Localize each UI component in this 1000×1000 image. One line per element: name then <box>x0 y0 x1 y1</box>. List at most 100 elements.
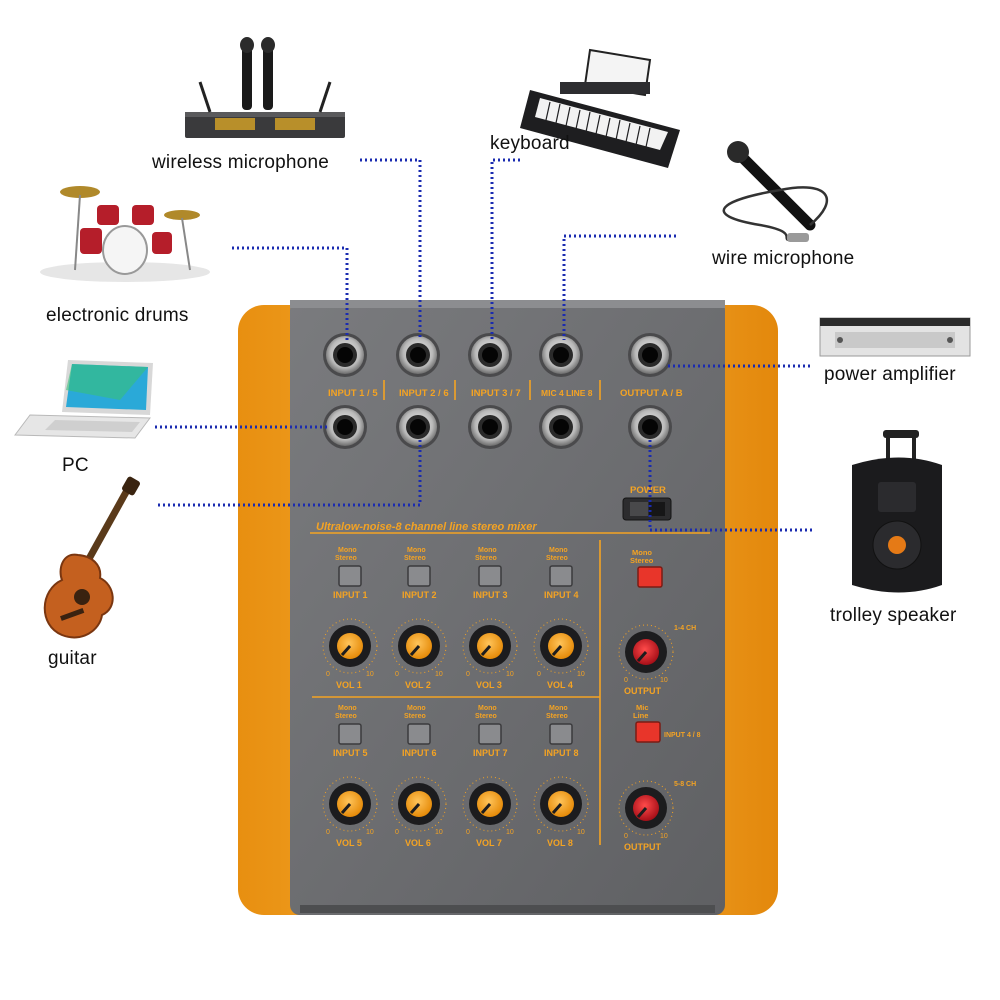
device-label-pc: PC <box>62 455 89 476</box>
wireless-microphone-image <box>185 37 345 138</box>
jack-input-7[interactable] <box>468 405 512 449</box>
mic-line-button[interactable] <box>635 721 661 743</box>
line-label: Line <box>633 711 648 720</box>
stereo-label: Stereo <box>404 713 426 720</box>
jack-line-8[interactable] <box>539 405 583 449</box>
output-knob[interactable] <box>625 787 667 829</box>
volume-label: VOL 8 <box>547 838 573 848</box>
jack-input-6[interactable] <box>396 405 440 449</box>
device-label-electronic-drums: electronic drums <box>46 305 189 326</box>
scale-max: 10 <box>660 677 668 684</box>
channel-label: INPUT 8 <box>544 748 579 758</box>
jack-output-b[interactable] <box>628 405 672 449</box>
device-label-keyboard: keyboard <box>490 133 570 154</box>
scale-min: 0 <box>466 829 470 836</box>
volume-label: VOL 3 <box>476 680 502 690</box>
mono-stereo-button[interactable] <box>478 565 502 587</box>
jack-input-3[interactable] <box>468 333 512 377</box>
scale-min: 0 <box>395 829 399 836</box>
mic-label: Mic <box>636 703 649 712</box>
output-label: OUTPUT <box>624 842 662 852</box>
volume-knob[interactable] <box>329 783 371 825</box>
trolley-speaker-image <box>852 430 942 593</box>
scale-max: 10 <box>366 829 374 836</box>
wire-microphone-image <box>722 141 829 242</box>
input-4-8-label: INPUT 4 / 8 <box>664 732 701 739</box>
electronic-drums-image <box>40 186 210 282</box>
scale-max: 10 <box>577 829 585 836</box>
jack-label-input-3-7: INPUT 3 / 7 <box>471 388 521 399</box>
scale-min: 0 <box>624 677 628 684</box>
volume-knob[interactable] <box>398 783 440 825</box>
channel-label: INPUT 5 <box>333 748 368 758</box>
mono-stereo-button[interactable] <box>338 723 362 745</box>
stereo-label: Stereo <box>404 555 426 562</box>
output-label: OUTPUT <box>624 686 662 696</box>
mono-stereo-button[interactable] <box>478 723 502 745</box>
volume-knob[interactable] <box>540 625 582 667</box>
mixer-body <box>238 300 778 915</box>
scale-max: 10 <box>366 671 374 678</box>
cable-wireless-microphone <box>360 158 422 340</box>
power-switch[interactable]: POWER <box>622 485 672 521</box>
scale-min: 0 <box>537 671 541 678</box>
scale-max: 10 <box>577 671 585 678</box>
scale-max: 10 <box>435 671 443 678</box>
scale-min: 0 <box>326 829 330 836</box>
channel-label: INPUT 1 <box>333 590 368 600</box>
jack-output-a[interactable] <box>628 333 672 377</box>
power-label: POWER <box>630 485 666 496</box>
pc-image <box>14 360 153 439</box>
stereo-label: Stereo <box>546 713 568 720</box>
volume-knob[interactable] <box>469 783 511 825</box>
panel-dividers <box>310 380 710 845</box>
jack-labels: INPUT 1 / 5 INPUT 2 / 6 INPUT 3 / 7 MIC … <box>328 388 683 399</box>
mono-label: Mono <box>549 705 568 712</box>
volume-label: VOL 5 <box>336 838 362 848</box>
stereo-label: Stereo <box>335 555 357 562</box>
mono-label: Mono <box>549 547 568 554</box>
scale-min: 0 <box>624 833 628 840</box>
mono-stereo-button[interactable] <box>549 723 573 745</box>
mono-label: Mono <box>407 547 426 554</box>
device-label-trolley-speaker: trolley speaker <box>830 605 957 626</box>
volume-knob[interactable] <box>398 625 440 667</box>
channel-label: INPUT 7 <box>473 748 508 758</box>
stereo-label: Stereo <box>630 556 654 565</box>
stereo-label: Stereo <box>546 555 568 562</box>
scale-min: 0 <box>466 671 470 678</box>
mono-stereo-button[interactable] <box>338 565 362 587</box>
mono-stereo-button[interactable] <box>549 565 573 587</box>
jack-input-2[interactable] <box>396 333 440 377</box>
volume-label: VOL 4 <box>547 680 573 690</box>
jack-input-5[interactable] <box>323 405 367 449</box>
mono-stereo-button[interactable] <box>407 723 431 745</box>
jack-mic-4[interactable] <box>539 333 583 377</box>
volume-knob[interactable] <box>329 625 371 667</box>
mono-label: Mono <box>338 705 357 712</box>
jack-input-1[interactable] <box>323 333 367 377</box>
guitar-image <box>43 476 140 639</box>
master-mono-stereo-button[interactable] <box>637 566 663 588</box>
cable-trolley-speaker <box>648 440 812 532</box>
volume-label: VOL 2 <box>405 680 431 690</box>
stereo-label: Stereo <box>475 713 497 720</box>
mono-stereo-button[interactable] <box>407 565 431 587</box>
volume-knob[interactable] <box>469 625 511 667</box>
cable-electronic-drums <box>232 246 349 340</box>
jack-label-input-2-6: INPUT 2 / 6 <box>399 388 449 399</box>
output-knob[interactable] <box>625 631 667 673</box>
device-label-guitar: guitar <box>48 648 97 669</box>
volume-knob[interactable] <box>540 783 582 825</box>
mono-label: Mono <box>478 547 497 554</box>
